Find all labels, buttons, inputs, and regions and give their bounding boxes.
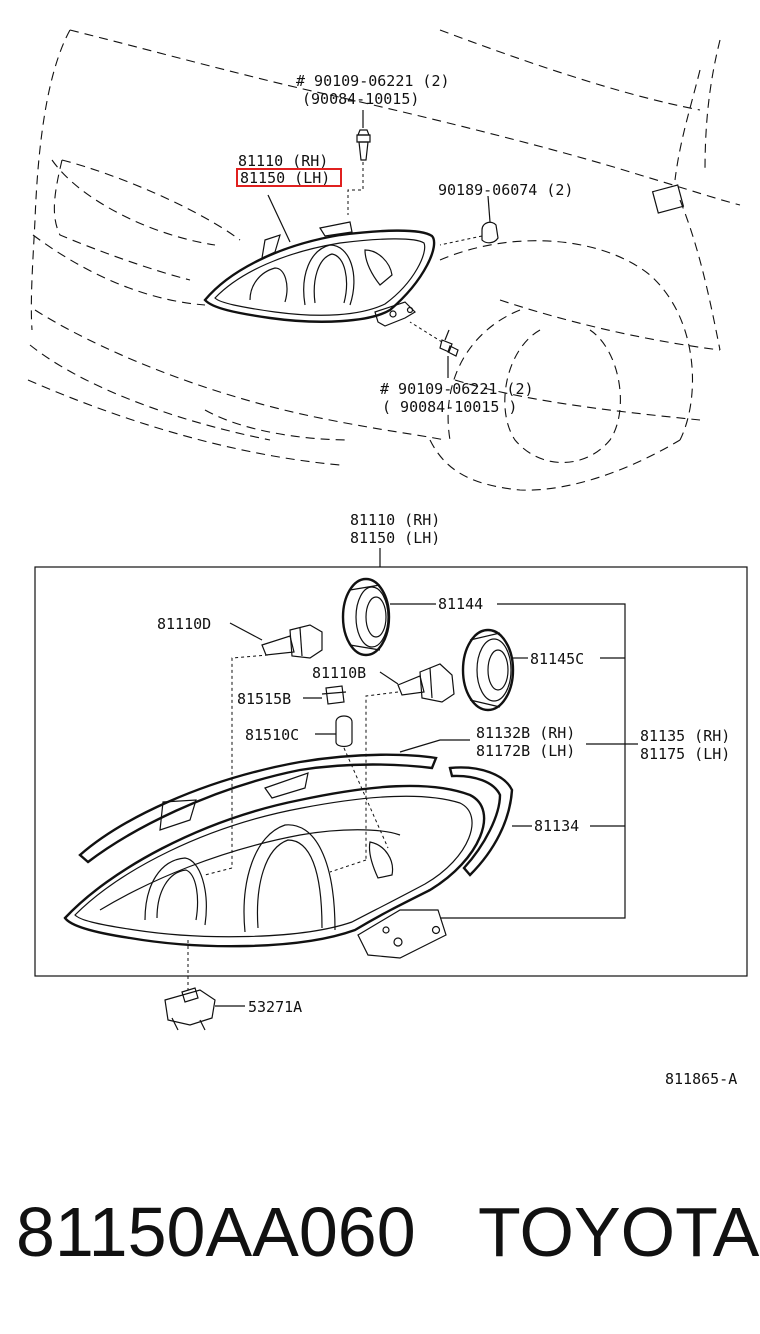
label-53271a: 53271A bbox=[248, 998, 302, 1016]
socket-ring-81145c-icon bbox=[461, 628, 515, 712]
clip-icon bbox=[439, 195, 499, 246]
label-81110b: 81110B bbox=[312, 664, 366, 682]
headlamp-exploded-view bbox=[63, 772, 486, 959]
label-81110d: 81110D bbox=[157, 615, 211, 633]
highlight-box bbox=[236, 168, 342, 187]
trim-81132b-icon bbox=[78, 739, 470, 864]
trim-81134-icon bbox=[448, 766, 532, 877]
headlamp-top-view bbox=[203, 194, 436, 327]
bulb-81510c-icon bbox=[315, 715, 389, 849]
bulb-81110b-icon bbox=[365, 663, 455, 860]
brand-name: TOYOTA bbox=[478, 1193, 760, 1271]
label-bolt-top-b: (90084-10015) bbox=[302, 90, 419, 108]
label-bolt-bottom-a: # 90109-06221 (2) bbox=[380, 380, 534, 398]
bolt-bottom-icon bbox=[409, 321, 459, 378]
label-assembly-rh: 81110 (RH) bbox=[350, 511, 440, 529]
label-81135: 81135 (RH) bbox=[640, 727, 730, 745]
socket-ring-81144-icon bbox=[341, 577, 391, 657]
label-bolt-top-a: # 90109-06221 (2) bbox=[296, 72, 450, 90]
bulb-socket-81515b-icon bbox=[303, 685, 347, 705]
label-81515b: 81515B bbox=[237, 690, 291, 708]
label-clip: 90189-06074 (2) bbox=[438, 181, 573, 199]
car-body-outline bbox=[27, 29, 741, 491]
label-81172b: 81172B (LH) bbox=[476, 742, 575, 760]
label-81132b: 81132B (RH) bbox=[476, 724, 575, 742]
label-lamp-rh: 81110 (RH) bbox=[238, 152, 328, 170]
exploded-view-frame bbox=[34, 566, 748, 977]
label-81145c: 81145C bbox=[530, 650, 584, 668]
label-lamp-lh: 81150 (LH) bbox=[240, 169, 330, 187]
label-81510c: 81510C bbox=[245, 726, 299, 744]
label-assembly-lh: 81150 (LH) bbox=[350, 529, 440, 547]
label-81134: 81134 bbox=[534, 817, 579, 835]
bulb-81110d-icon bbox=[229, 622, 323, 868]
bolt-top-icon bbox=[347, 110, 371, 215]
label-81144: 81144 bbox=[438, 595, 483, 613]
part-number: 81150AA060 bbox=[16, 1193, 416, 1271]
label-bolt-bottom-b: ( 90084-10015 ) bbox=[382, 398, 517, 416]
label-81175: 81175 (LH) bbox=[640, 745, 730, 763]
connector-53271a-icon bbox=[164, 940, 245, 1031]
figure-code: 811865-A bbox=[665, 1070, 737, 1088]
